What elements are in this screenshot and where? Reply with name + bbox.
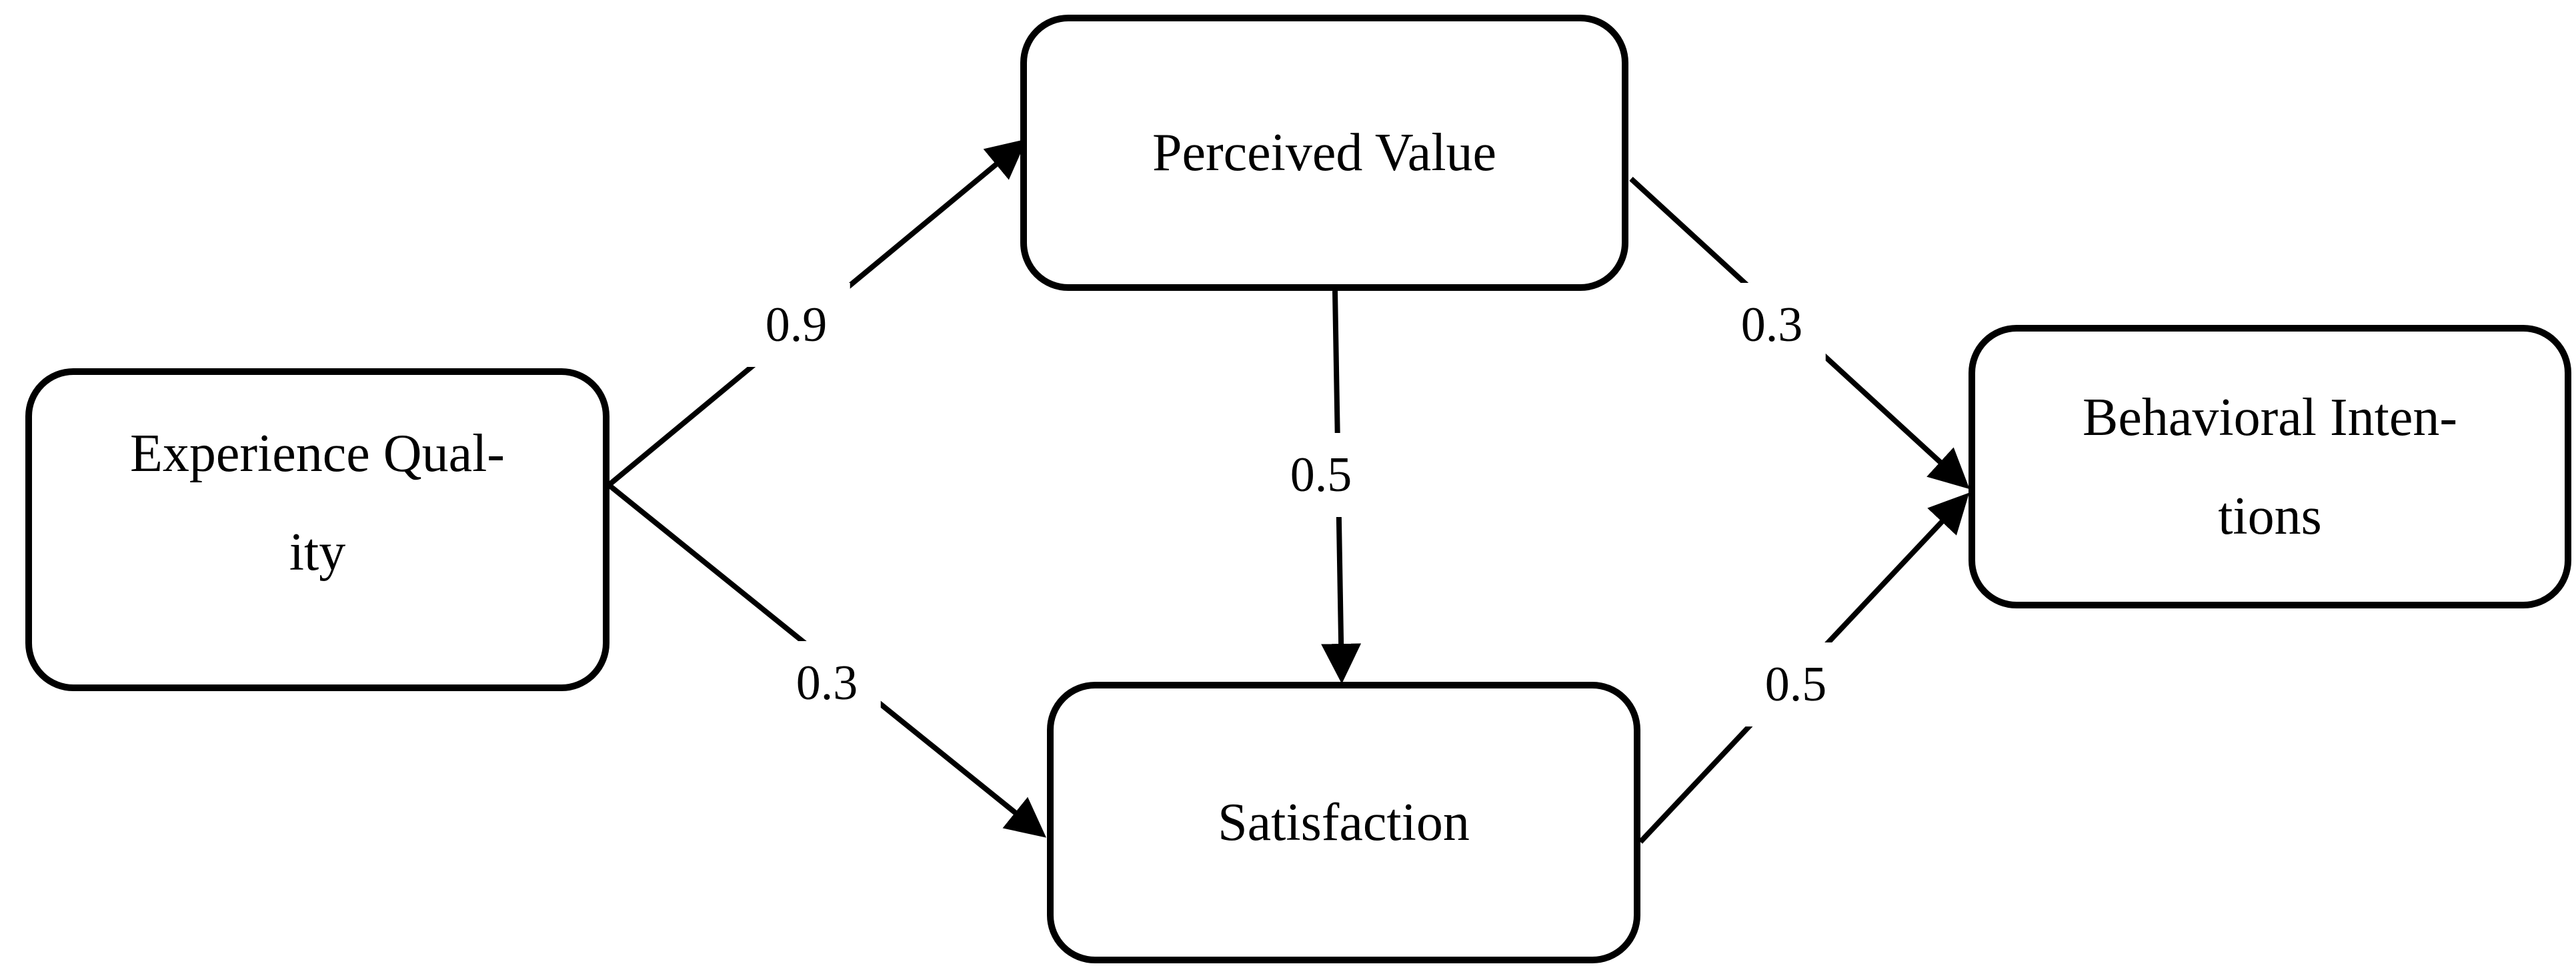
node-label-line: tions: [2218, 486, 2322, 546]
edge-weight-pv-sat: 0.5: [1267, 433, 1375, 517]
edge-weight-eq-pv: 0.9: [742, 283, 850, 367]
node-behavioral-intentions: Behavioral Inten- tions: [1969, 325, 2571, 608]
node-experience-quality: Experience Qual- ity: [25, 368, 609, 691]
node-label-line: Experience Qual-: [130, 424, 505, 483]
node-label-line: ity: [289, 523, 346, 582]
node-label-line: Perceived Value: [1152, 123, 1497, 182]
edge-weight-eq-sat: 0.3: [773, 641, 881, 725]
edge-weight-sat-bi: 0.5: [1742, 642, 1850, 726]
node-satisfaction: Satisfaction: [1047, 682, 1640, 963]
node-label-line: Satisfaction: [1218, 793, 1470, 852]
node-label-line: Behavioral Inten-: [2083, 388, 2457, 447]
node-perceived-value: Perceived Value: [1020, 15, 1628, 291]
edge-weight-pv-bi: 0.3: [1718, 283, 1826, 367]
